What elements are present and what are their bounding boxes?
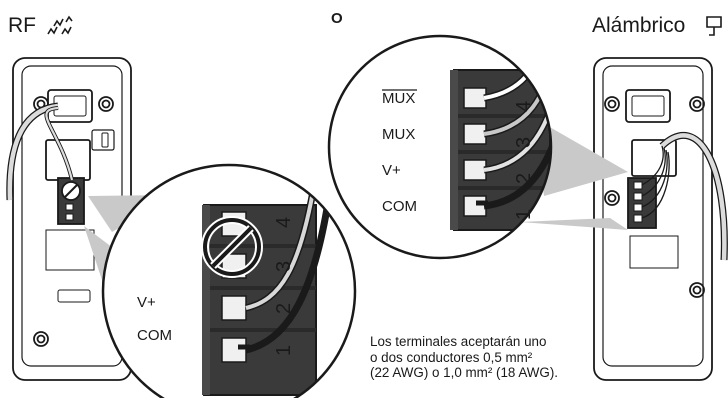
wired-terminal-4-number: 4 (513, 101, 535, 112)
wiring-note: Los terminales aceptarán uno o dos condu… (370, 334, 660, 381)
wired-cable (659, 131, 728, 261)
rf-terminal-com: COM (137, 327, 172, 344)
rf-label: RF (8, 14, 36, 37)
wired-terminal-2-number: 2 (513, 173, 535, 184)
rf-terminal-3-number: 3 (273, 261, 295, 272)
wired-terminal-vplus: V+ (382, 162, 401, 179)
rf-wave-icon (47, 15, 73, 35)
or-label: O (331, 10, 343, 27)
wired-plug-icon (706, 16, 722, 36)
wired-terminal-mux: MUX (382, 126, 415, 143)
note-line-3: (22 AWG) o 1,0 mm² (18 AWG). (370, 365, 558, 380)
rf-terminal-1-number: 1 (273, 345, 295, 356)
wired-zoom-cone (534, 118, 628, 196)
wired-terminal-mux-bar: MUX (382, 90, 415, 107)
rf-terminal-4-number: 4 (273, 217, 295, 228)
wired-label: Alámbrico (592, 14, 685, 37)
note-line-1: Los terminales aceptarán uno (370, 334, 547, 349)
rf-cable (6, 102, 59, 201)
prohibited-icon (201, 216, 263, 278)
wired-terminal-1-number: 1 (513, 209, 535, 220)
note-line-2: o dos conductores 0,5 mm² (370, 349, 533, 365)
wired-terminal-3-number: 3 (513, 137, 535, 148)
wired-terminal-com: COM (382, 198, 417, 215)
rf-terminal-vplus: V+ (137, 294, 156, 311)
wired-device (593, 57, 713, 381)
wired-zoom-circle: 4 3 2 1 (327, 34, 553, 260)
rf-terminal-2-number: 2 (273, 303, 295, 314)
rf-zoom-circle: 4 3 2 1 (101, 163, 357, 398)
